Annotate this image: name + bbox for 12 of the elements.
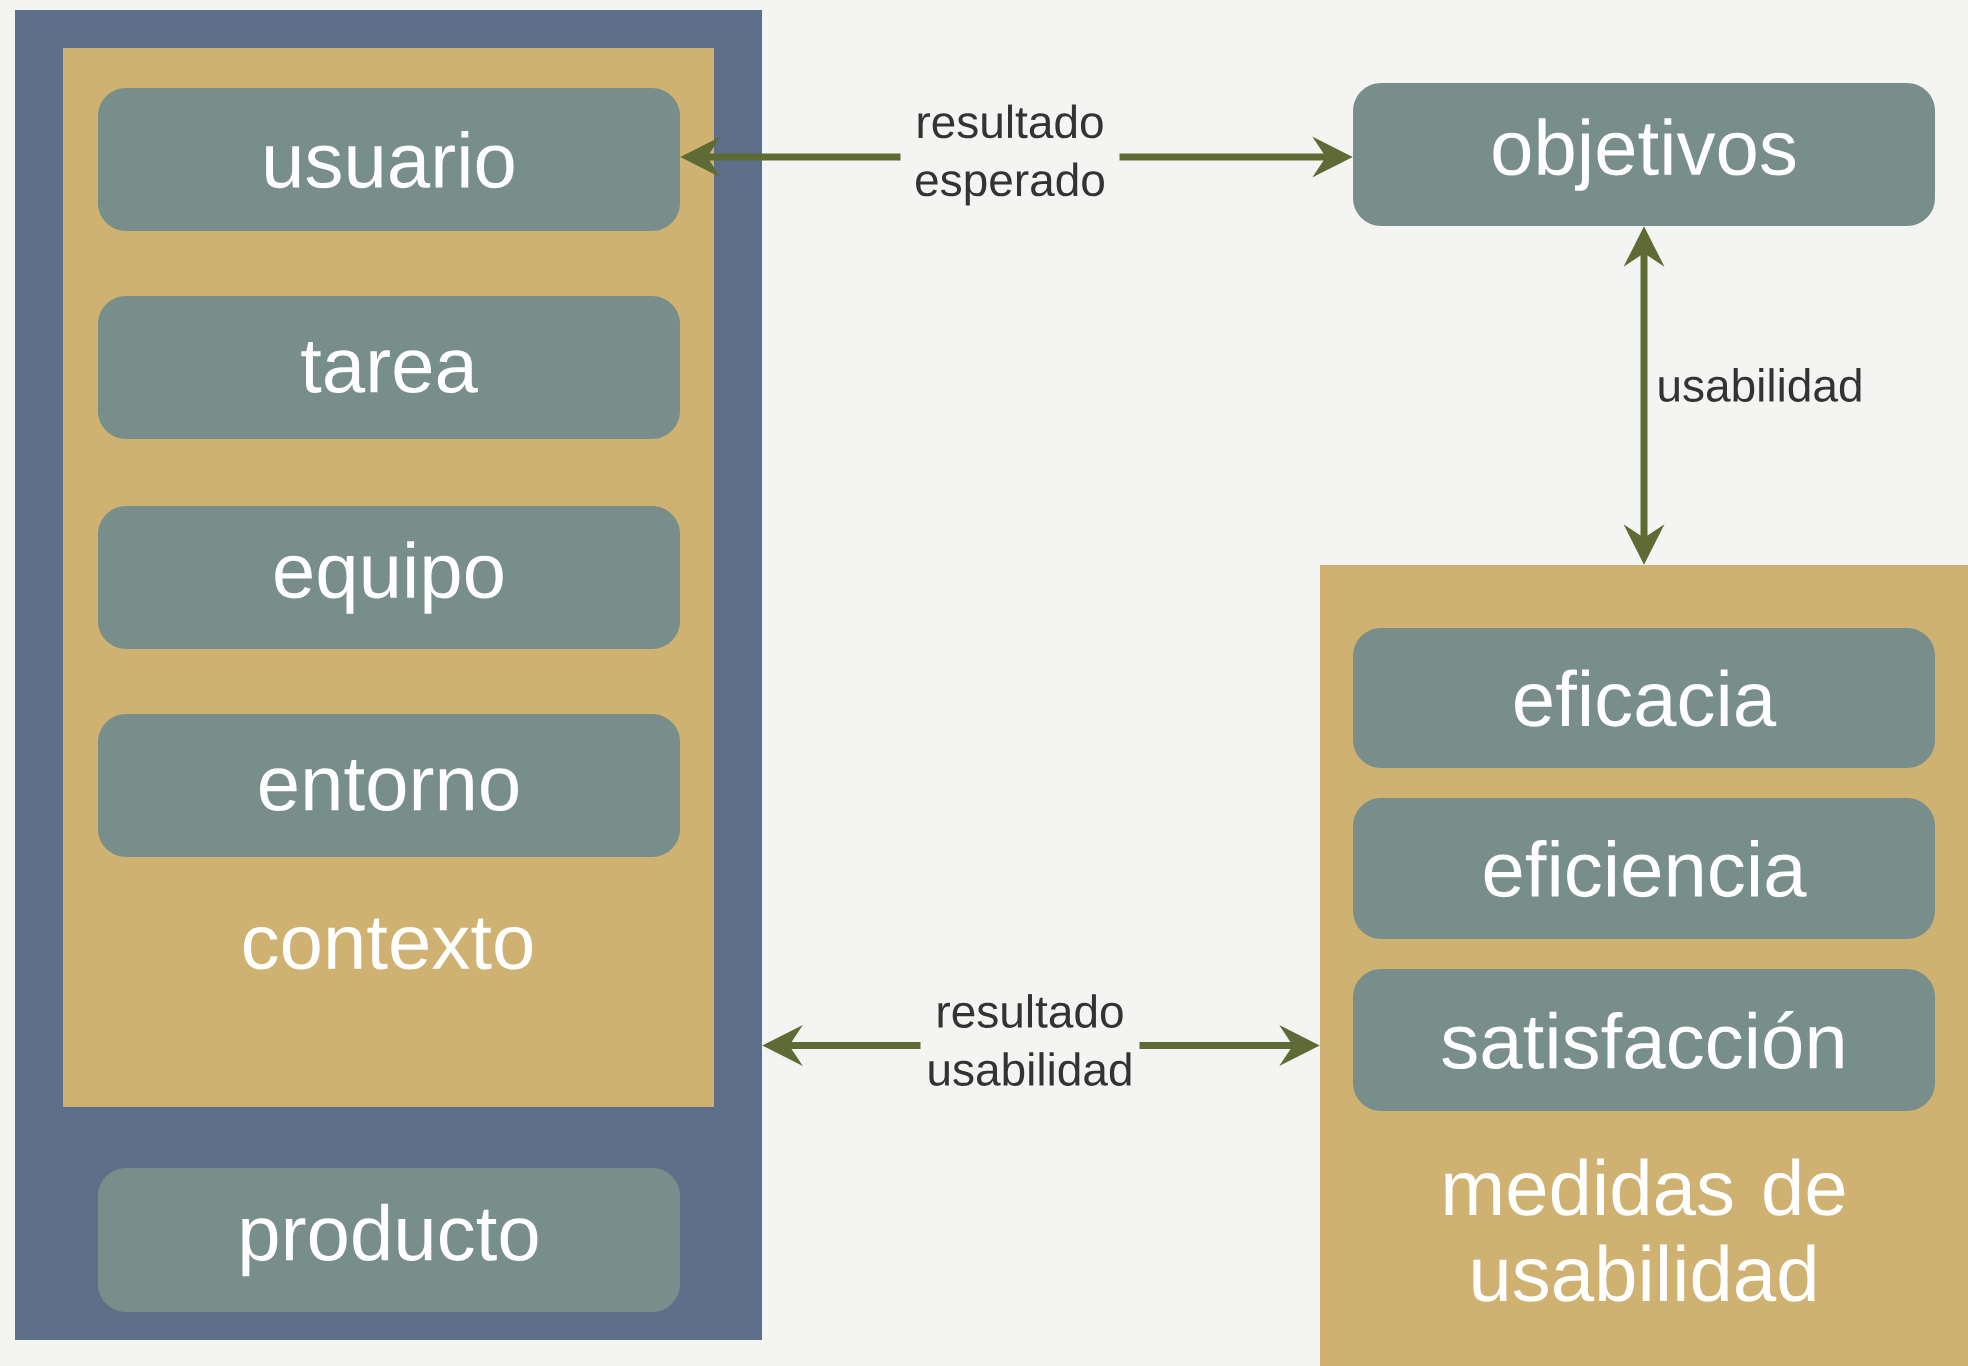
rounded-box: objetivos <box>1353 83 1935 226</box>
rounded-box: tarea <box>98 296 680 439</box>
edge-label: resultado esperado <box>900 102 1120 208</box>
rounded-box: eficacia <box>1353 628 1935 768</box>
edge-label: usabilidad <box>1659 368 1861 402</box>
rounded-box: eficiencia <box>1353 798 1935 939</box>
rounded-box: usuario <box>98 88 680 231</box>
rounded-box: producto <box>98 1168 680 1312</box>
rounded-box: entorno <box>98 714 680 857</box>
edge-label: resultado usabilidad <box>920 992 1140 1088</box>
rounded-box: equipo <box>98 506 680 649</box>
rounded-box: satisfacción <box>1353 969 1935 1111</box>
